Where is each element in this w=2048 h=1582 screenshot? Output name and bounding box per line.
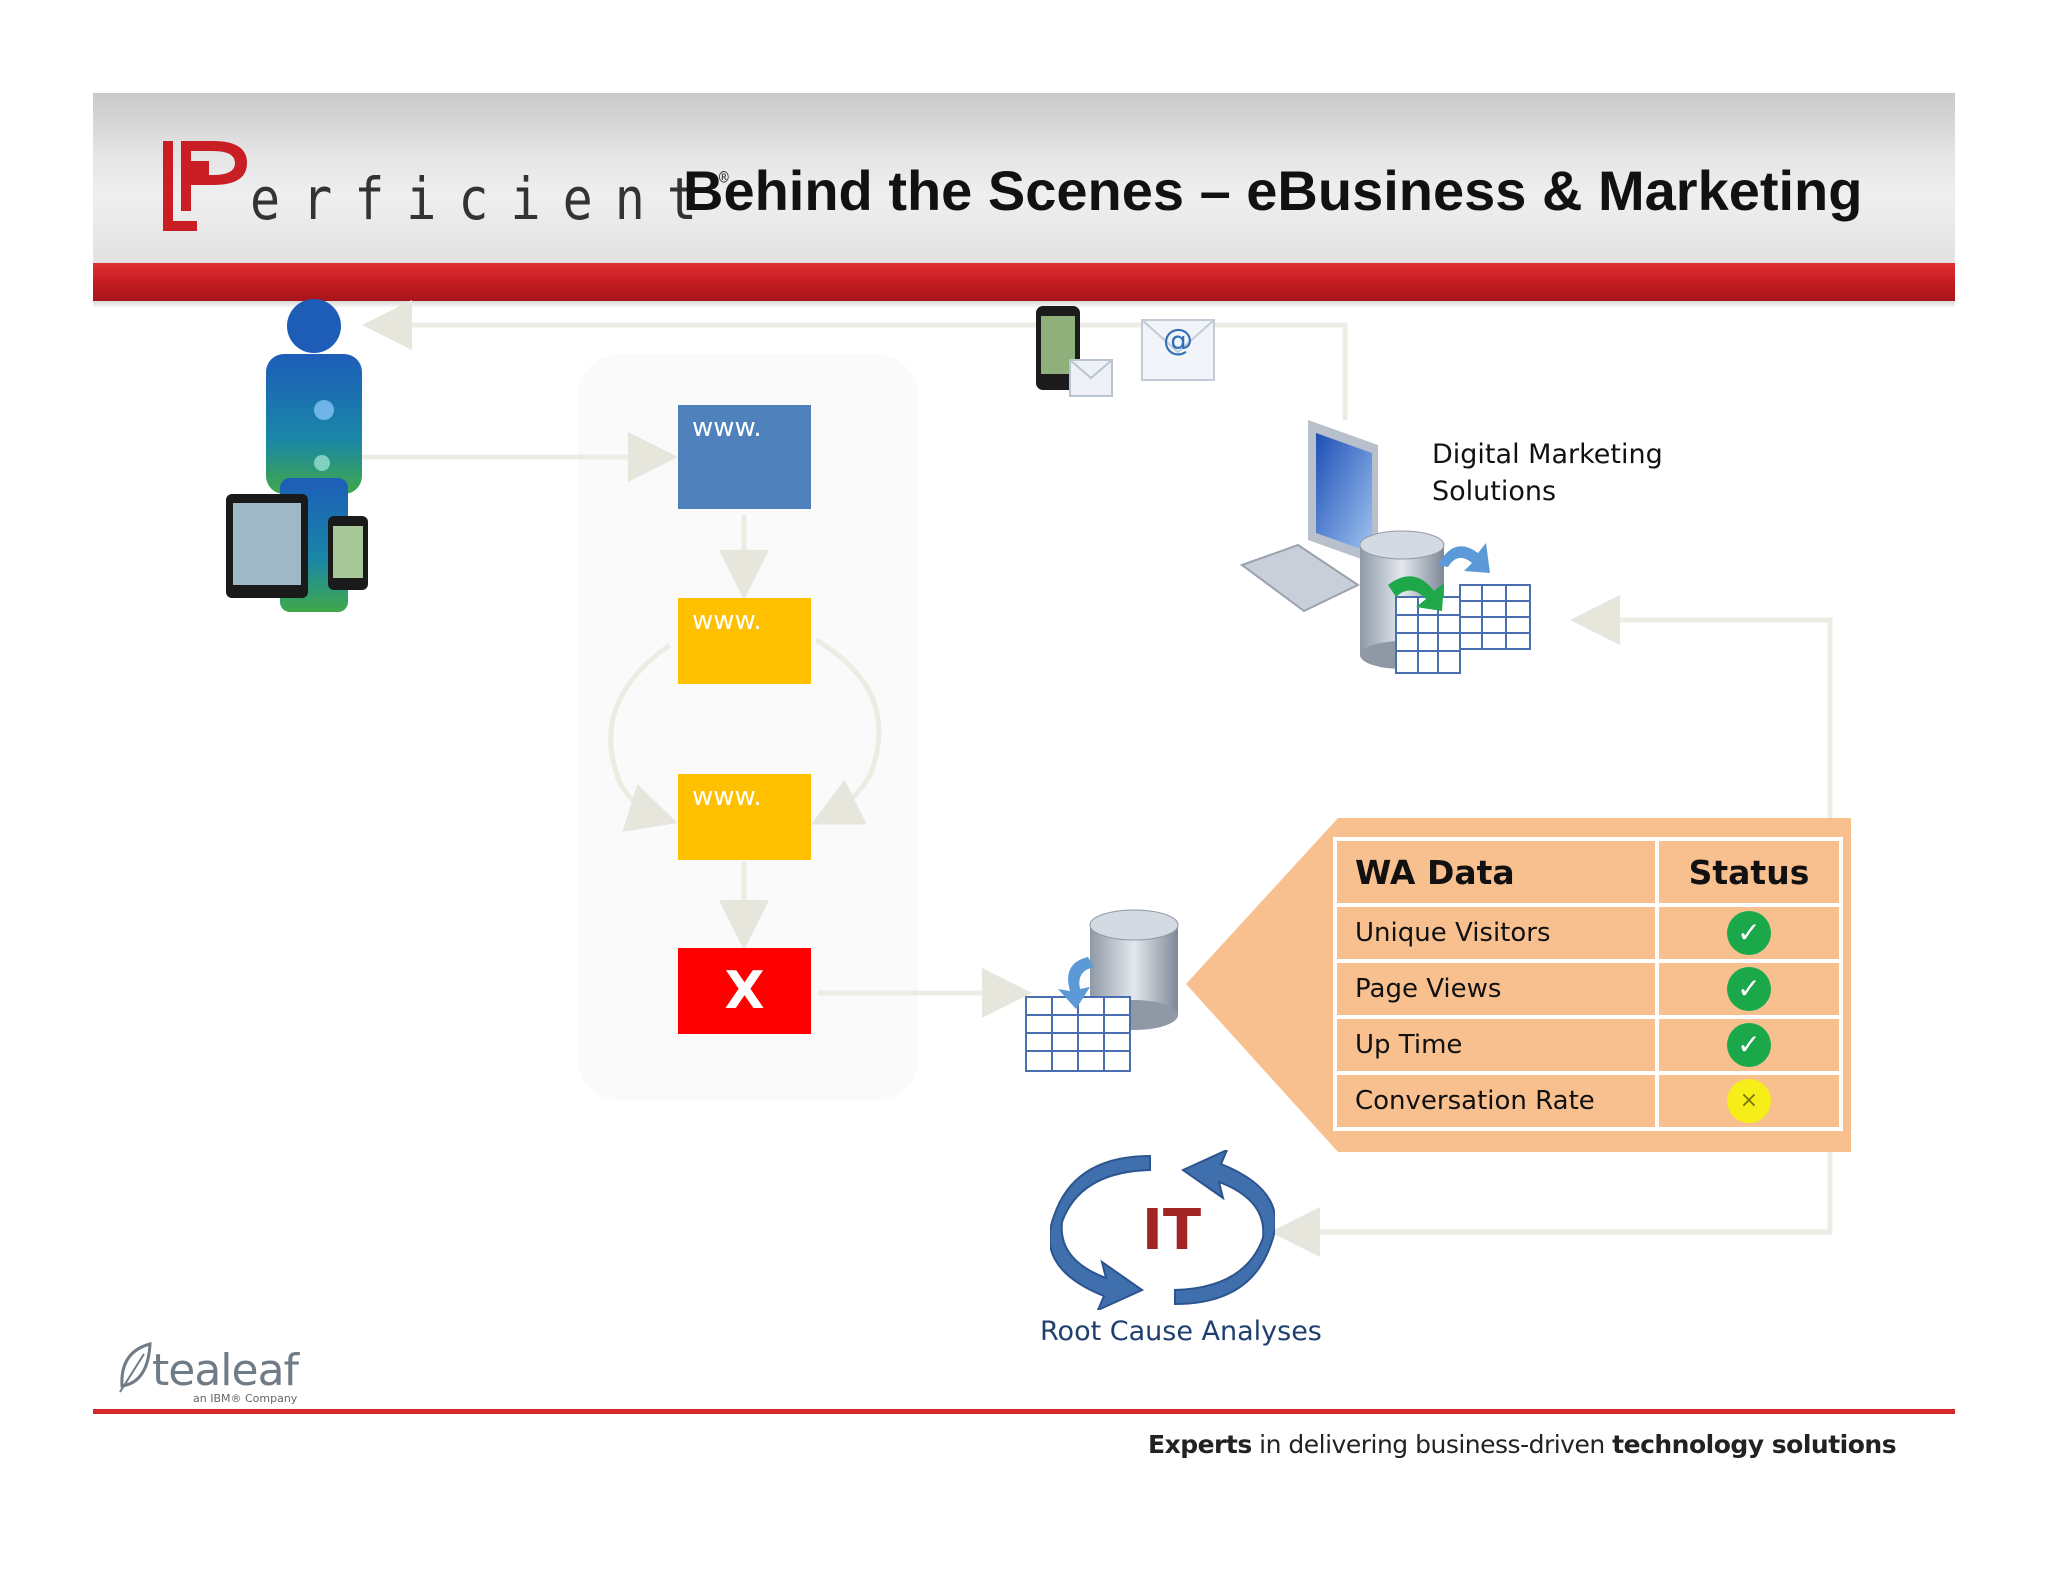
status-cell: ✓ — [1655, 903, 1843, 963]
status-cell: ✓ — [1655, 1015, 1843, 1075]
loop-arrow-right — [811, 637, 882, 825]
webpage-step-1: www. — [678, 405, 811, 509]
computer-database-icon — [1239, 420, 1531, 674]
arrow-dms-to-user — [362, 300, 1348, 420]
it-badge: IT — [1142, 1198, 1202, 1263]
user-figure-icon — [226, 299, 368, 612]
warning-icon: × — [1727, 1079, 1771, 1123]
mobile-email-icon: @ — [1036, 306, 1215, 397]
footer-tagline: Experts in delivering business-driven te… — [1148, 1430, 1897, 1459]
table-row: Unique Visitors ✓ — [1333, 903, 1843, 963]
header-banner — [93, 93, 1955, 263]
perficient-logo-text: erficient® — [250, 166, 729, 233]
check-icon: ✓ — [1727, 967, 1771, 1011]
perficient-logo-mark — [163, 141, 247, 231]
loop-arrow-left — [608, 642, 678, 832]
logo-word: erficient — [250, 166, 719, 233]
footer-divider — [93, 1409, 1955, 1414]
table-header-row: WA Data Status — [1333, 837, 1843, 907]
tagline-middle: in delivering business-driven — [1251, 1430, 1613, 1459]
digital-marketing-line1: Digital Marketing — [1432, 439, 1663, 470]
database-icon — [1025, 909, 1179, 1072]
svg-text:@: @ — [1163, 323, 1193, 358]
status-cell: × — [1655, 1071, 1843, 1131]
digital-marketing-line2: Solutions — [1432, 476, 1557, 507]
status-cell: ✓ — [1655, 959, 1843, 1019]
webpage-step-3: www. — [678, 774, 811, 860]
page-title: Behind the Scenes – eBusiness & Marketin… — [683, 159, 1863, 222]
wa-data-table: WA Data Status Unique Visitors ✓ Page Vi… — [1333, 837, 1843, 1131]
error-step: X — [678, 948, 811, 1034]
it-cycle-arrows-icon — [1050, 1150, 1275, 1310]
metric-name: Page Views — [1333, 959, 1659, 1019]
check-icon: ✓ — [1727, 911, 1771, 955]
root-cause-label: Root Cause Analyses — [1040, 1316, 1322, 1347]
tealeaf-logo: tealeaf — [152, 1345, 299, 1396]
tagline-strong-2: technology solutions — [1612, 1430, 1897, 1459]
webpage-step-2: www. — [678, 598, 811, 684]
header-bar-shadow — [93, 301, 1955, 307]
column-header-wa-data: WA Data — [1333, 837, 1659, 907]
table-row: Up Time ✓ — [1333, 1015, 1843, 1075]
check-icon: ✓ — [1727, 1023, 1771, 1067]
table-row: Conversation Rate × — [1333, 1071, 1843, 1131]
metric-name: Unique Visitors — [1333, 903, 1659, 963]
table-row: Page Views ✓ — [1333, 959, 1843, 1019]
header-red-bar — [93, 263, 1955, 301]
tealeaf-leaf-icon — [119, 1342, 152, 1393]
tealeaf-subtitle: an IBM® Company — [193, 1392, 298, 1405]
digital-marketing-label: Digital Marketing Solutions — [1432, 436, 1692, 510]
column-header-status: Status — [1655, 837, 1843, 907]
email-icon — [1142, 320, 1214, 380]
metric-name: Up Time — [1333, 1015, 1659, 1075]
logo-trademark: ® — [718, 166, 729, 188]
metric-name: Conversation Rate — [1333, 1071, 1659, 1131]
tagline-strong-1: Experts — [1148, 1430, 1252, 1459]
